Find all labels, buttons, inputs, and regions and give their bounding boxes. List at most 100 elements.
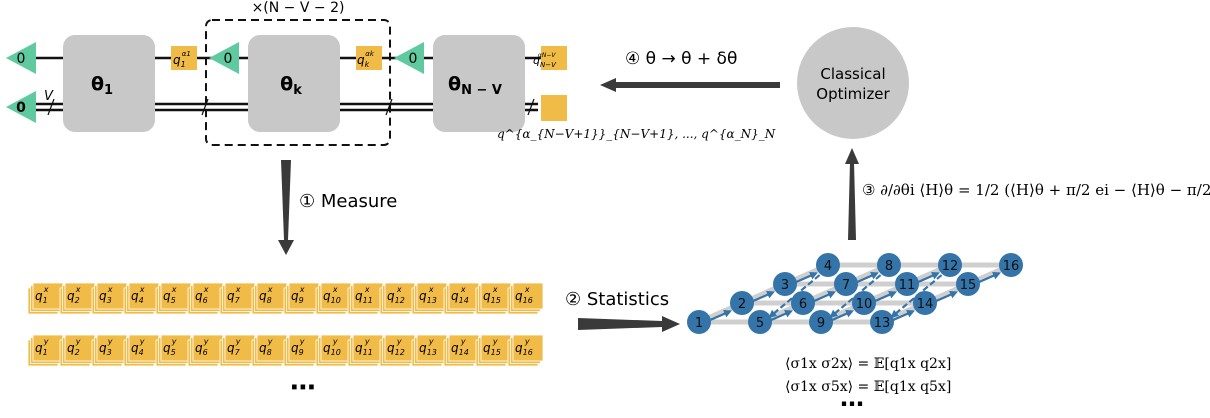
sample-tile bbox=[512, 282, 544, 310]
ancilla-triangle bbox=[394, 42, 424, 74]
output-label: qkαk bbox=[357, 50, 375, 69]
lattice-node-label: 10 bbox=[856, 297, 873, 312]
sample-label: q3x bbox=[99, 285, 113, 305]
correlator-2: ⟨σ1x σ5x⟩ = 𝔼[q1x q5x] bbox=[785, 379, 951, 395]
sample-tile bbox=[32, 282, 64, 310]
statistics-step-label: ② Statistics bbox=[565, 289, 669, 310]
lattice-node bbox=[791, 291, 815, 315]
sample-tile bbox=[192, 334, 224, 362]
sample-tile bbox=[192, 282, 224, 310]
sample-label: q9x bbox=[291, 285, 305, 305]
gradient-arrow-body bbox=[848, 162, 856, 240]
repeat-label: ×(N − V − 2) bbox=[252, 0, 345, 16]
sample-label: q12y bbox=[387, 337, 405, 357]
register-zero-label: 0 bbox=[16, 100, 26, 116]
lattice-node-label: 14 bbox=[917, 297, 934, 312]
output-box bbox=[171, 46, 197, 70]
lattice-column-line bbox=[819, 262, 952, 325]
sample-label: q7y bbox=[227, 337, 241, 357]
ancilla-zero-label: 0 bbox=[17, 51, 26, 67]
lattice-node bbox=[773, 272, 797, 296]
sample-tile bbox=[64, 334, 96, 362]
lattice-column-line bbox=[758, 262, 891, 325]
lattice-arrow bbox=[751, 291, 775, 303]
sample-label: q11x bbox=[355, 285, 373, 305]
output-label: q1α1 bbox=[173, 50, 191, 69]
lattice-node bbox=[834, 272, 858, 296]
lattice-node bbox=[687, 310, 711, 334]
lattice-arrow bbox=[812, 291, 836, 303]
sample-label: q11y bbox=[355, 337, 373, 357]
sample-tile bbox=[448, 282, 480, 310]
ancilla-zero-label: 0 bbox=[224, 51, 233, 67]
output-box bbox=[356, 46, 382, 70]
lattice-arrow bbox=[891, 310, 915, 322]
sample-label: q7x bbox=[227, 285, 241, 305]
measure-arrowhead bbox=[278, 240, 294, 255]
sample-label: q6y bbox=[195, 337, 209, 357]
block-theta-k bbox=[248, 35, 340, 132]
sample-label: q15x bbox=[483, 285, 501, 305]
block-theta-n-v bbox=[433, 35, 525, 132]
correlator-1: ⟨σ1x σ2x⟩ = 𝔼[q1x q2x] bbox=[785, 356, 951, 372]
block-label: θN − V bbox=[448, 73, 502, 98]
gradient-arrowhead bbox=[845, 148, 859, 164]
sample-label: q15y bbox=[483, 337, 501, 357]
sample-tile bbox=[128, 282, 160, 310]
sample-tile bbox=[416, 282, 448, 310]
lattice-node bbox=[956, 272, 980, 296]
samples-more: ⋯ bbox=[290, 373, 316, 403]
sample-label: q10y bbox=[323, 337, 341, 357]
sample-label: q2x bbox=[67, 285, 81, 305]
sample-tile bbox=[224, 334, 256, 362]
sample-tile bbox=[224, 282, 256, 310]
optimizer-label-line1: Classical bbox=[820, 65, 885, 83]
lattice-node bbox=[913, 291, 937, 315]
lattice-node-label: 5 bbox=[756, 316, 764, 331]
lattice-node bbox=[730, 291, 754, 315]
register-slash bbox=[47, 98, 55, 116]
block-theta-1 bbox=[63, 35, 155, 132]
lattice-node bbox=[816, 253, 840, 277]
update-arrowhead bbox=[600, 78, 616, 92]
measure-step-label: ① Measure bbox=[299, 191, 397, 212]
update-step-label: ④ θ → θ + δθ bbox=[625, 49, 737, 69]
lattice-node-label: 1 bbox=[695, 316, 703, 331]
sample-label: q1y bbox=[35, 337, 49, 357]
lattice-arrow bbox=[916, 272, 940, 284]
sample-label: q3y bbox=[99, 337, 113, 357]
sample-label: q8x bbox=[259, 285, 273, 305]
gradient-step-label: ③ ∂/∂θi ⟨H⟩θ = 1/2 (⟨H⟩θ + π/2 ei − ⟨H⟩θ… bbox=[862, 181, 1210, 199]
sample-tile bbox=[320, 334, 352, 362]
register-size-label: V bbox=[44, 89, 54, 104]
ancilla-triangle bbox=[6, 42, 36, 74]
lattice-node bbox=[938, 253, 962, 277]
sample-label: q14x bbox=[451, 285, 469, 305]
lattice-node-label: 16 bbox=[1003, 259, 1020, 274]
sample-tile bbox=[96, 334, 128, 362]
sample-label: q6x bbox=[195, 285, 209, 305]
sample-tile bbox=[352, 334, 384, 362]
lattice-node-label: 6 bbox=[799, 297, 807, 312]
sample-label: q5y bbox=[163, 337, 177, 357]
lattice-node-label: 13 bbox=[874, 316, 891, 331]
register-triangle bbox=[6, 91, 36, 123]
sample-tile bbox=[96, 282, 128, 310]
lattice-node-label: 2 bbox=[738, 297, 746, 312]
lattice-node bbox=[999, 253, 1023, 277]
sample-label: q12x bbox=[387, 285, 405, 305]
lattice-grid bbox=[697, 262, 1013, 325]
register-slash bbox=[527, 98, 535, 116]
lattice-arrow bbox=[855, 272, 879, 284]
sample-tile bbox=[256, 334, 288, 362]
lattice-more: ⋯ bbox=[840, 390, 864, 418]
lattice-node-label: 9 bbox=[817, 316, 825, 331]
lattice-node-label: 7 bbox=[842, 278, 850, 293]
output-label: qN−VαN−V bbox=[533, 52, 557, 69]
lattice-arrow bbox=[794, 272, 818, 284]
sample-label: q9y bbox=[291, 337, 305, 357]
sample-tile bbox=[288, 282, 320, 310]
lattice-node-label: 11 bbox=[899, 278, 916, 293]
